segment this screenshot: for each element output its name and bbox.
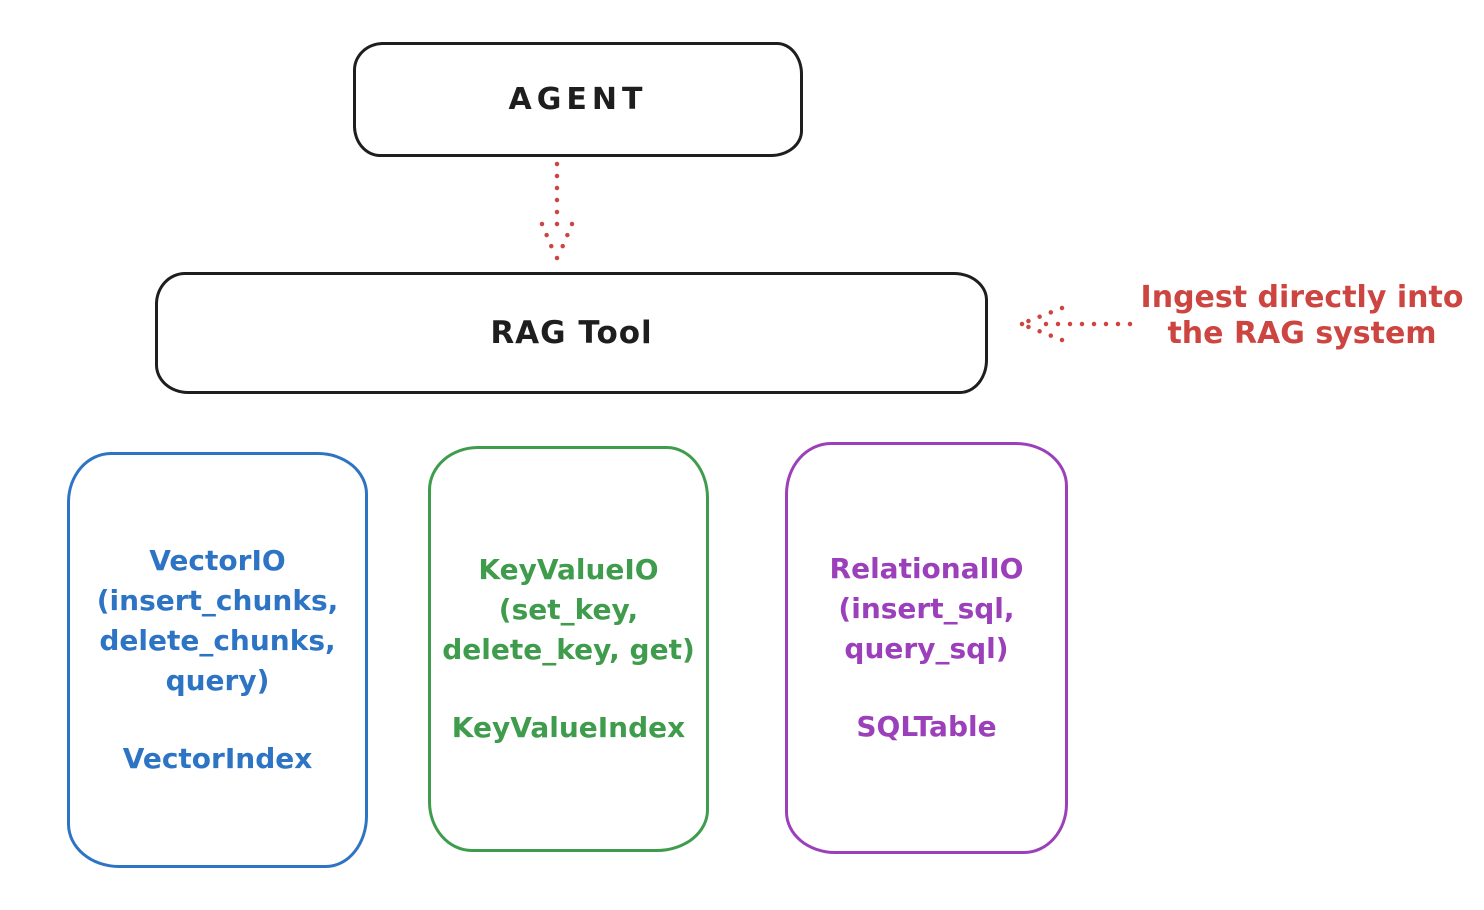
vector-io-methods: VectorIO (insert_chunks, delete_chunks, … bbox=[96, 544, 339, 697]
agent-label: AGENT bbox=[508, 82, 648, 117]
rag-tool-label: RAG Tool bbox=[490, 315, 653, 351]
agent-box: AGENT bbox=[353, 42, 803, 157]
keyvalue-index-label: KeyValueIndex bbox=[451, 711, 686, 744]
relational-io-methods: RelationalIO (insert_sql, query_sql) bbox=[829, 552, 1024, 665]
ingest-annotation: Ingest directly into the RAG system bbox=[1140, 280, 1464, 351]
agent-to-ragtool-arrow bbox=[539, 161, 575, 261]
annotation-to-ragtool-arrow bbox=[1019, 305, 1133, 343]
relational-io-box: RelationalIO (insert_sql, query_sql) SQL… bbox=[785, 442, 1068, 854]
vector-io-box: VectorIO (insert_chunks, delete_chunks, … bbox=[67, 452, 368, 868]
sql-table-label: SQLTable bbox=[856, 710, 997, 743]
keyvalue-io-methods: KeyValueIO (set_key, delete_key, get) bbox=[442, 553, 695, 666]
rag-tool-box: RAG Tool bbox=[155, 272, 988, 394]
vector-index-label: VectorIndex bbox=[122, 742, 313, 775]
keyvalue-io-box: KeyValueIO (set_key, delete_key, get) Ke… bbox=[428, 446, 709, 852]
